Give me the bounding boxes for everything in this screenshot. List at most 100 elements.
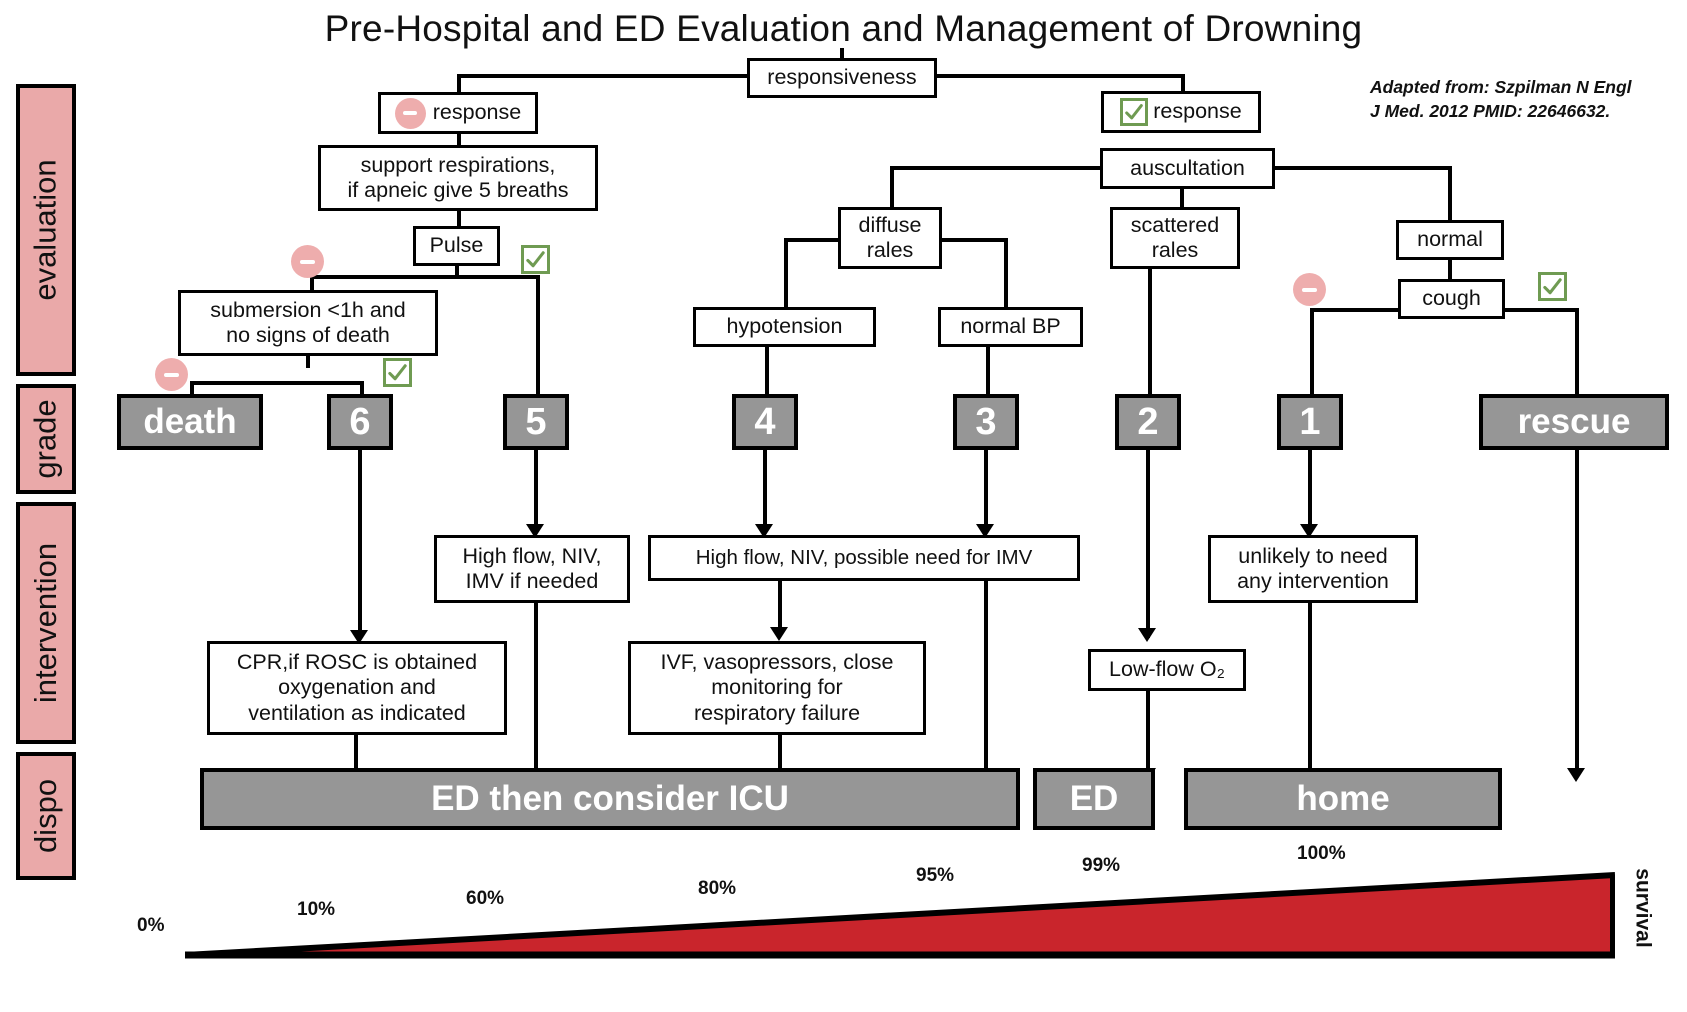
node-positive-response: response: [1101, 91, 1261, 133]
stage-label-evaluation: evaluation: [16, 84, 76, 376]
node-normal-bp: normal BP: [938, 307, 1083, 347]
connector: [1146, 689, 1150, 775]
arrow-head: [350, 630, 368, 644]
node-unlikely-intervention: unlikely to need any intervention: [1208, 535, 1418, 603]
stage-label-grade: grade: [16, 384, 76, 494]
connector: [763, 450, 767, 532]
arrow-head: [755, 524, 773, 538]
connector: [778, 733, 782, 775]
connector: [457, 132, 461, 148]
node-scattered-rales: scattered rales: [1110, 207, 1240, 269]
checkbox-checked-icon: [521, 245, 550, 274]
connector: [1575, 308, 1579, 398]
arrow-head: [1300, 524, 1318, 538]
node-high-flow-line2: IMV if needed: [465, 569, 599, 593]
node-negative-response-label: response: [432, 100, 522, 125]
stage-label-dispo-text: dispo: [28, 778, 64, 854]
node-diffuse-rales-line1: diffuse: [858, 212, 922, 237]
node-unlikely-line1: unlikely to need: [1238, 543, 1388, 568]
connector: [534, 601, 538, 775]
stage-label-dispo: dispo: [16, 752, 76, 880]
grade-box-2: 2: [1115, 394, 1181, 450]
minus-circle-icon: [394, 97, 426, 129]
connector: [1310, 308, 1402, 312]
connector: [354, 733, 358, 775]
node-low-flow-o2: Low-flow O₂: [1088, 649, 1246, 691]
node-cough-label: cough: [1422, 286, 1481, 311]
node-diffuse-rales: diffuse rales: [838, 207, 942, 269]
connector: [890, 166, 1104, 170]
connector: [306, 354, 310, 368]
stage-label-evaluation-text: evaluation: [28, 159, 63, 301]
node-support-respirations-line2: if apneic give 5 breaths: [347, 178, 569, 202]
connector: [1146, 450, 1150, 638]
node-normal-bp-label: normal BP: [960, 314, 1061, 339]
checkbox-checked-icon: [1538, 272, 1567, 301]
node-low-flow-o2-label: Low-flow O₂: [1109, 657, 1225, 682]
node-ivf-vasopressors: IVF, vasopressors, close monitoring for …: [628, 641, 926, 735]
node-submersion-line1: submersion <1h and: [210, 297, 406, 322]
node-positive-response-label: response: [1153, 99, 1242, 124]
connector: [455, 264, 459, 278]
connector: [778, 580, 782, 634]
node-cpr-line2: oxygenation and: [278, 675, 436, 700]
connector: [784, 238, 842, 242]
stage-label-intervention: intervention: [16, 502, 76, 744]
arrow-head: [976, 524, 994, 538]
node-pulse-label: Pulse: [429, 233, 484, 258]
connector: [986, 345, 990, 397]
arrow-head: [1138, 628, 1156, 642]
node-hypotension-label: hypotension: [726, 314, 843, 339]
node-auscultation-label: auscultation: [1130, 155, 1245, 180]
grade-box-rescue-label: rescue: [1517, 402, 1631, 441]
node-hypotension: hypotension: [693, 307, 876, 347]
connector: [1308, 450, 1312, 532]
connector: [190, 381, 194, 397]
node-responsiveness: responsiveness: [747, 58, 937, 98]
survival-tick-1: 10%: [297, 899, 336, 920]
connector: [784, 238, 788, 308]
connector: [457, 74, 749, 78]
connector: [310, 275, 540, 279]
dispo-box-ed-then-icu: ED then consider ICU: [200, 768, 1020, 830]
arrow-head: [770, 627, 788, 641]
arrow-head: [1567, 768, 1585, 782]
node-scattered-rales-line2: rales: [1151, 238, 1199, 262]
grade-box-3: 3: [953, 394, 1019, 450]
connector: [1575, 450, 1579, 775]
node-cpr-line3: ventilation as indicated: [248, 700, 466, 725]
connector: [536, 275, 540, 400]
connector: [984, 450, 988, 532]
connector: [890, 166, 894, 208]
node-scattered-rales-line1: scattered: [1130, 212, 1220, 237]
connector: [457, 74, 461, 94]
node-responsiveness-label: responsiveness: [767, 65, 917, 90]
grade-box-5: 5: [503, 394, 569, 450]
node-high-flow-niv-imv-needed: High flow, NIV, IMV if needed: [434, 535, 630, 603]
node-high-flow-niv-possible-imv: High flow, NIV, possible need for IMV: [648, 535, 1080, 581]
page-title: Pre-Hospital and ED Evaluation and Manag…: [324, 8, 1363, 49]
dispo-box-home: home: [1184, 768, 1502, 830]
citation-line-1: Adapted from: Szpilman N Engl: [1370, 77, 1632, 97]
node-negative-response: response: [378, 92, 538, 134]
minus-circle-icon: [155, 358, 188, 391]
node-support-respirations-line1: support respirations,: [360, 152, 556, 177]
connector: [935, 74, 1185, 78]
stage-label-intervention-text: intervention: [28, 542, 63, 704]
connector: [457, 209, 461, 227]
node-cpr-rosc: CPR,if ROSC is obtained oxygenation and …: [207, 641, 507, 735]
connector: [358, 450, 362, 638]
survival-tick-2: 60%: [466, 888, 505, 909]
survival-tick-3: 80%: [698, 878, 737, 899]
minus-circle-icon: [291, 245, 324, 278]
node-pulse: Pulse: [413, 226, 500, 266]
connector: [1501, 308, 1579, 312]
connector: [360, 381, 364, 397]
connector: [840, 48, 844, 62]
grade-box-4: 4: [732, 394, 798, 450]
node-normal-label: normal: [1417, 227, 1483, 252]
grade-box-6: 6: [327, 394, 393, 450]
checkbox-checked-icon: [1120, 98, 1149, 126]
connector: [938, 238, 1008, 242]
connector: [1310, 308, 1314, 398]
